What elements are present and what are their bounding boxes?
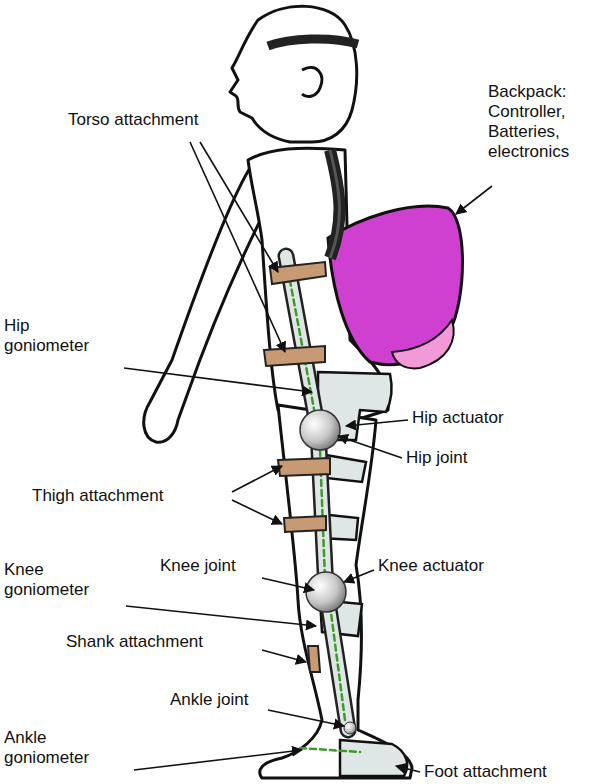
arm xyxy=(144,168,268,442)
part-label: Hip actuator xyxy=(412,408,504,428)
leg xyxy=(260,405,412,778)
exoskeleton-frame xyxy=(286,256,360,752)
foot-attachment xyxy=(340,740,407,776)
part-label: Hip goniometer xyxy=(4,316,104,356)
head xyxy=(230,6,357,142)
shank-strap xyxy=(308,646,320,672)
part-label: Ankle goniometer xyxy=(4,728,126,768)
thigh-strap xyxy=(284,516,326,532)
part-label: Torso attachment xyxy=(68,110,198,130)
torso-strap xyxy=(270,262,326,284)
part-label: Backpack: Controller, Batteries, electro… xyxy=(488,82,593,162)
knee-joint xyxy=(306,572,346,612)
part-label: Thigh attachment xyxy=(32,486,163,506)
ankle-joint xyxy=(344,722,356,734)
ear xyxy=(302,67,322,96)
part-label: Knee actuator xyxy=(378,556,484,576)
torso-strap xyxy=(264,346,325,366)
part-label: Hip joint xyxy=(406,448,467,468)
part-label: Knee goniometer xyxy=(4,560,122,600)
part-label: Foot attachment xyxy=(424,762,547,782)
part-label: Ankle joint xyxy=(170,690,248,710)
part-label: Shank attachment xyxy=(66,632,203,652)
thigh-cuff xyxy=(326,455,366,482)
part-label: Knee joint xyxy=(160,556,236,576)
hip-joint xyxy=(300,410,340,450)
leader-lines xyxy=(124,142,492,772)
thigh-strap xyxy=(278,458,330,476)
backpack xyxy=(328,150,463,368)
headband xyxy=(268,39,358,46)
